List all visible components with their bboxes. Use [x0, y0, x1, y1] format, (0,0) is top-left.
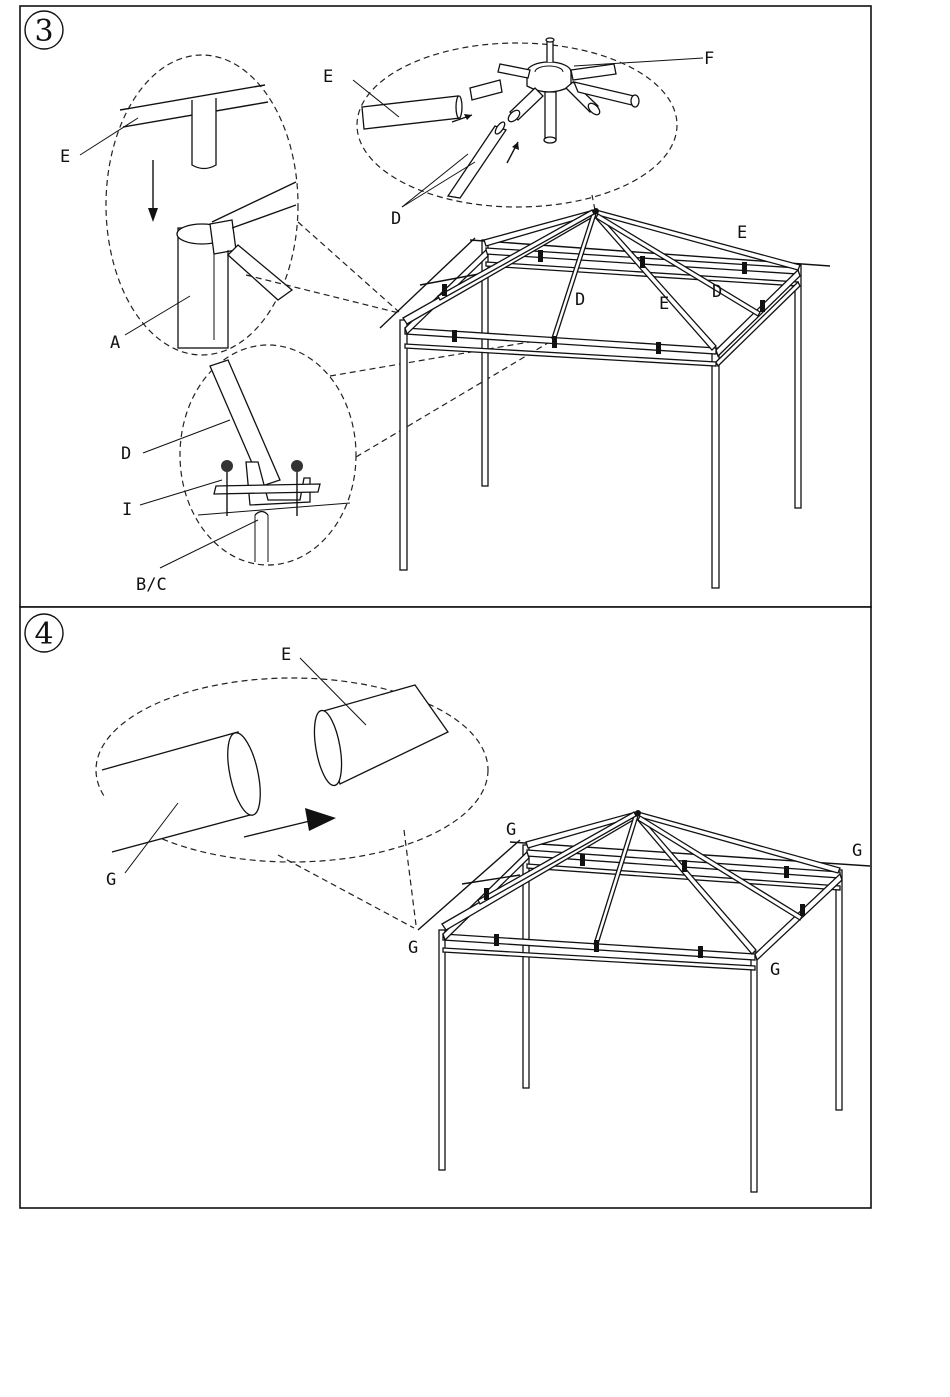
label-e-detail: E: [281, 645, 291, 665]
step-3-panel: 3: [20, 6, 871, 607]
label-e-top: E: [323, 67, 333, 87]
label-d-roof-2: D: [712, 282, 722, 302]
label-a: A: [110, 333, 120, 353]
label-b-c: B/C: [136, 575, 167, 595]
label-e-roof-2: E: [659, 294, 669, 314]
label-g-3: G: [408, 938, 418, 958]
label-g-1: G: [506, 820, 516, 840]
label-d-lower: D: [121, 444, 131, 464]
step-4-number: 4: [34, 617, 53, 652]
label-g-4: G: [770, 960, 780, 980]
label-e-left: E: [60, 147, 70, 167]
label-g-2: G: [852, 841, 862, 861]
label-g-detail: G: [106, 870, 116, 890]
step-4-panel: 4 E G: [20, 607, 871, 1208]
label-i: I: [122, 500, 132, 520]
label-d-roof-1: D: [575, 290, 585, 310]
label-d-upper: D: [391, 209, 401, 229]
label-e-roof: E: [737, 223, 747, 243]
step-3-number: 3: [34, 14, 53, 49]
label-f: F: [704, 49, 714, 69]
